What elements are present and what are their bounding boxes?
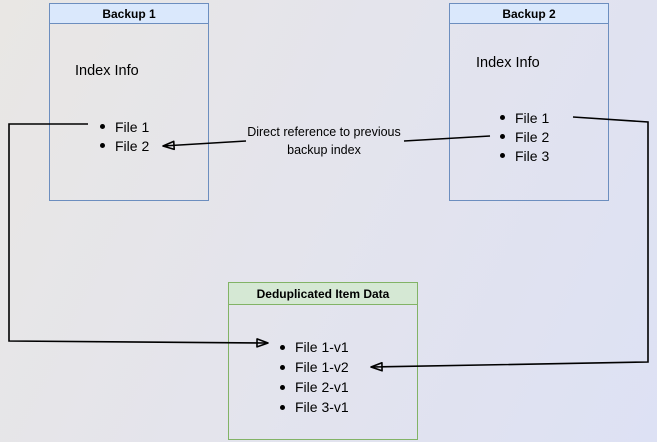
bullet-icon [280,344,285,350]
bullet-icon [500,153,505,158]
list-item-label: File 1-v1 [295,339,349,355]
list-item-label: File 3 [515,147,550,164]
dedup-box: Deduplicated Item Data File 1-v1 File 1-… [228,282,418,440]
backup1-file-list: File 1 File 2 [100,117,149,155]
backup2-index-info-label: Index Info [476,55,540,71]
list-item-label: File 1 [115,118,150,135]
backup2-box: Backup 2 Index Info File 1 File 2 File 3 [449,3,609,201]
bullet-icon [500,115,505,120]
list-item-label: File 2 [515,128,550,145]
list-item-label: File 1 [515,109,550,126]
bullet-icon [100,124,105,129]
list-item-label: File 3-v1 [295,399,349,415]
list-item-label: File 2 [115,137,150,154]
dedup-file-list: File 1-v1 File 1-v2 File 2-v1 File 3-v1 [280,337,349,417]
list-item: File 3 [500,146,549,165]
list-item: File 3-v1 [280,397,349,417]
bullet-icon [100,143,105,148]
dedup-title: Deduplicated Item Data [256,286,390,301]
list-item: File 1-v2 [280,357,349,377]
direct-reference-label: Direct reference to previous backup inde… [247,125,401,157]
bullet-icon [280,384,285,390]
list-item-label: File 1-v2 [295,359,349,375]
list-item: File 2-v1 [280,377,349,397]
list-item: File 1 [100,117,149,136]
backup1-header: Backup 1 [50,4,208,24]
backup1-box: Backup 1 Index Info File 1 File 2 [49,3,209,201]
list-item: File 2 [100,136,149,155]
bullet-icon [280,404,285,410]
list-item: File 1-v1 [280,337,349,357]
dedup-header: Deduplicated Item Data [229,283,417,305]
list-item-label: File 2-v1 [295,379,349,395]
backup2-header: Backup 2 [450,4,608,24]
list-item: File 1 [500,108,549,127]
list-item: File 2 [500,127,549,146]
backup2-file-list: File 1 File 2 File 3 [500,108,549,165]
backup1-index-info-label: Index Info [75,63,139,79]
backup2-title: Backup 2 [502,6,556,21]
bullet-icon [280,364,285,370]
bullet-icon [500,134,505,139]
backup1-title: Backup 1 [102,6,156,21]
